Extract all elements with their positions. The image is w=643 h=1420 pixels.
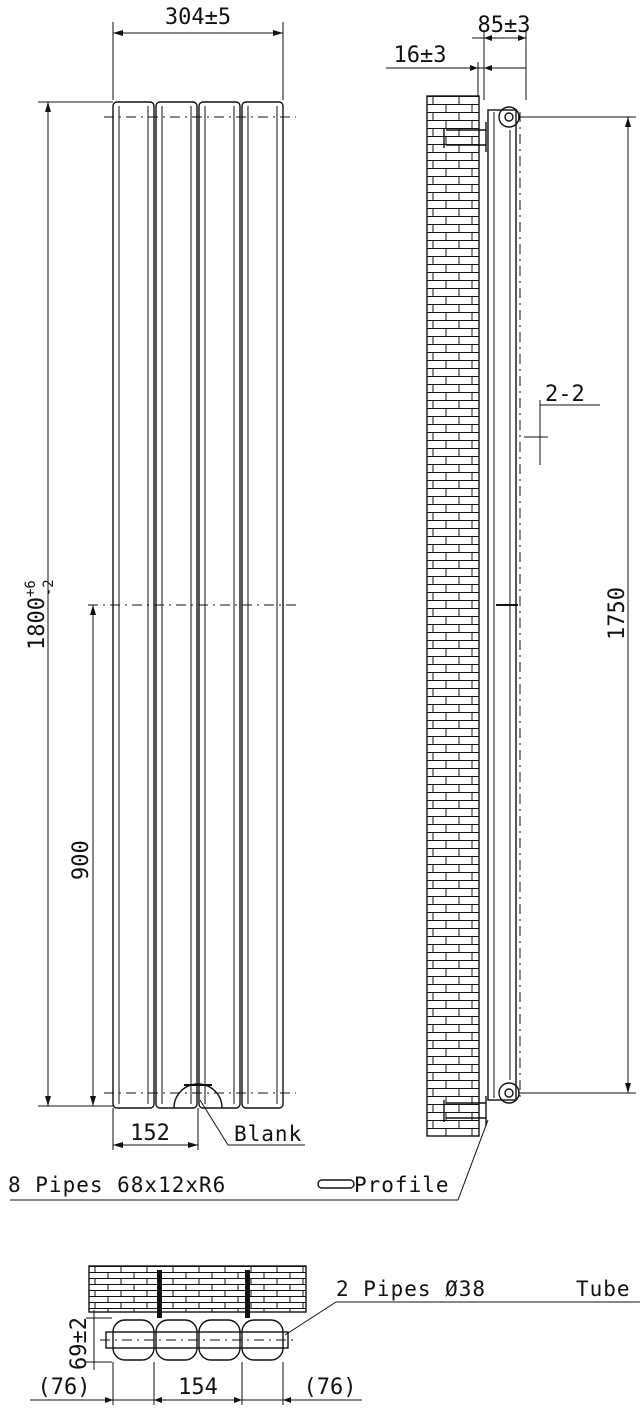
tube-label: Tube <box>576 1277 631 1301</box>
blank-label: Blank <box>234 1122 302 1146</box>
plan-depth-dimension: 69±2 <box>67 1317 92 1370</box>
inlet-offset-dimension: 152 <box>130 1121 170 1146</box>
front-height-dimension: 1800+6-2 <box>23 579 57 650</box>
side-depth-dimension: 85±3 <box>478 13 531 38</box>
plan-view: 69±2 (76) 154 (76) <box>30 1265 362 1405</box>
mid-height-dimension: 900 <box>69 840 94 880</box>
side-view: 85±3 16±3 1750 2-2 <box>386 13 636 1137</box>
flange-dimension: 2-2 <box>545 382 585 407</box>
plan-centre-dimension: 154 <box>178 1375 218 1400</box>
pipe-centres-dimension: 1750 <box>605 587 630 640</box>
profile-label: Profile <box>354 1173 450 1197</box>
labels: 8 Pipes 68x12xR6 Profile 2 Pipes Ø38 Tub… <box>8 1119 640 1336</box>
wall-gap-dimension: 16±3 <box>394 43 447 68</box>
pipes-label: 8 Pipes 68x12xR6 <box>8 1173 226 1197</box>
brick-wall <box>426 95 480 1137</box>
plan-brick-wall <box>88 1265 307 1313</box>
tube-pipes-label: 2 Pipes Ø38 <box>336 1277 486 1301</box>
plan-right-dimension: (76) <box>304 1375 357 1400</box>
front-width-dimension: 304±5 <box>165 5 231 30</box>
plan-left-dimension: (76) <box>38 1375 91 1400</box>
front-view: 304±5 <box>23 5 305 1150</box>
